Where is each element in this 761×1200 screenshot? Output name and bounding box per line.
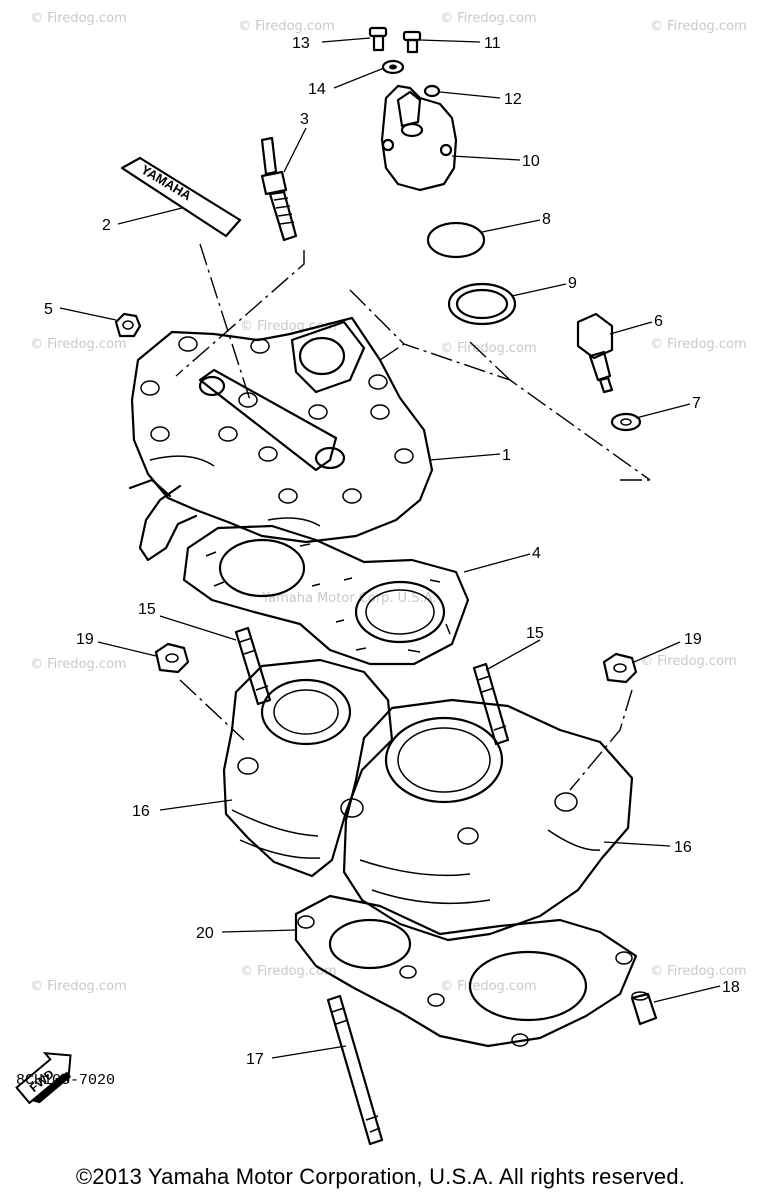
stud-15-right — [472, 662, 510, 746]
watermark: © Firedog.com — [30, 657, 127, 672]
washer-14 — [381, 59, 405, 75]
watermark: © Firedog.com — [240, 964, 337, 979]
callout-3: 3 — [300, 111, 309, 128]
watermark: © Firedog.com — [238, 19, 335, 34]
sensor-6 — [576, 312, 614, 394]
leader-lines — [59, 37, 721, 1059]
fwd-arrow-icon: FWD — [15, 1052, 72, 1105]
callout-5: 5 — [44, 301, 53, 318]
nut-19-left — [154, 642, 190, 674]
callout-17: 17 — [246, 1051, 264, 1068]
watermark-center: Yamaha Motor Corp. U.S.A. — [261, 591, 437, 606]
watermark: © Firedog.com — [650, 964, 747, 979]
spark-plug-3 — [260, 136, 298, 242]
seal-9 — [447, 282, 517, 326]
watermark: © Firedog.com — [440, 341, 537, 356]
callout-15-left: 15 — [138, 601, 156, 618]
assembly-lines — [175, 243, 651, 791]
callout-15-right: 15 — [526, 625, 544, 642]
washer-7 — [610, 412, 642, 432]
callout-14: 14 — [308, 81, 326, 98]
callout-12: 12 — [504, 91, 522, 108]
callouts: 13 11 14 12 10 3 8 2 9 5 6 7 1 4 15 15 1… — [44, 35, 740, 1068]
watermark: © Firedog.com — [240, 319, 337, 334]
stud-15-left — [234, 626, 272, 706]
watermark: © Firedog.com — [30, 337, 127, 352]
decal-2: YAMAHA — [120, 156, 242, 238]
cylinder-16-left — [222, 658, 394, 878]
bolt-13 — [368, 26, 388, 52]
callout-8: 8 — [542, 211, 551, 228]
nut-5 — [114, 312, 142, 338]
callout-10: 10 — [522, 153, 540, 170]
callout-6: 6 — [654, 313, 663, 330]
callout-16-right: 16 — [674, 839, 692, 856]
nut-19-right — [602, 652, 638, 684]
watermarks: © Firedog.com © Firedog.com © Firedog.co… — [30, 11, 747, 994]
thermostat-cover-10 — [380, 84, 458, 192]
watermark: © Firedog.com — [650, 19, 747, 34]
callout-2: 2 — [102, 217, 111, 234]
watermark: © Firedog.com — [640, 654, 737, 669]
watermark: © Firedog.com — [440, 979, 537, 994]
dowel-18 — [630, 991, 658, 1026]
callout-4: 4 — [532, 545, 541, 562]
callout-19-right: 19 — [684, 631, 702, 648]
o-ring-12 — [423, 84, 441, 98]
callout-20: 20 — [196, 925, 214, 942]
callout-9: 9 — [568, 275, 577, 292]
watermark: © Firedog.com — [30, 979, 127, 994]
watermark: © Firedog.com — [30, 11, 127, 26]
callout-19-left: 19 — [76, 631, 94, 648]
cylinder-16-right — [340, 698, 634, 942]
callout-1: 1 — [502, 447, 511, 464]
callout-11: 11 — [484, 35, 501, 52]
head-gasket-4 — [182, 524, 470, 666]
watermark: © Firedog.com — [440, 11, 537, 26]
base-gasket-20 — [294, 894, 638, 1048]
bolt-11 — [402, 30, 422, 54]
callout-16-left: 16 — [132, 803, 150, 820]
callout-7: 7 — [692, 395, 701, 412]
cylinder-head-1 — [128, 316, 434, 562]
callout-18: 18 — [722, 979, 740, 996]
diagram-reference: 8CH100-7020 — [16, 1072, 116, 1089]
copyright-notice: ©2013 Yamaha Motor Corporation, U.S.A. A… — [75, 1164, 686, 1189]
stud-17 — [326, 994, 384, 1146]
watermark: © Firedog.com — [650, 337, 747, 352]
gasket-8 — [426, 221, 486, 259]
callout-13: 13 — [292, 35, 310, 52]
